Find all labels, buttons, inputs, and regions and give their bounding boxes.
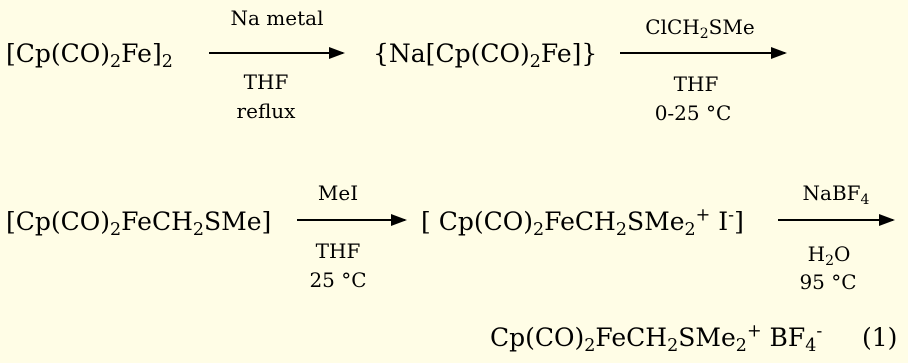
- arrow3-solvent: THF: [315, 239, 361, 263]
- sodium-intermediate: {Na[Cp(CO)2Fe]}: [373, 39, 598, 72]
- arrow2-condition: 0-25 °C: [654, 101, 732, 125]
- arrow2-reagent: ClCH2SMe: [645, 15, 755, 42]
- thioether-complex: [Cp(CO)2FeCH2SMe]: [6, 207, 272, 240]
- arrow4-solvent: H2O: [807, 242, 851, 269]
- arrow3-condition: 25 °C: [309, 268, 367, 292]
- arrow1-solvent: THF: [243, 70, 289, 94]
- arrow2-solvent: THF: [673, 72, 719, 96]
- arrow4-reagent: NaBF4: [802, 181, 870, 208]
- arrow3-reagent: MeI: [317, 181, 359, 205]
- arrow1-condition: reflux: [236, 99, 296, 123]
- equation-number: (1): [862, 323, 898, 352]
- arrow4-condition: 95 °C: [799, 270, 857, 294]
- reaction-arrow-3: [297, 214, 407, 226]
- reaction-arrow-2: [620, 47, 787, 59]
- reaction-arrow-1: [209, 47, 345, 59]
- arrow1-reagent: Na metal: [230, 6, 324, 30]
- reactant-dimer: [Cp(CO)2Fe]2: [6, 39, 173, 72]
- product-tetrafluoroborate: Cp(CO)2FeCH2SMe2+ BF4-: [490, 321, 823, 356]
- sulfonium-iodide-salt: [ Cp(CO)2FeCH2SMe2+ I-]: [421, 205, 744, 240]
- reaction-arrow-4: [778, 214, 895, 226]
